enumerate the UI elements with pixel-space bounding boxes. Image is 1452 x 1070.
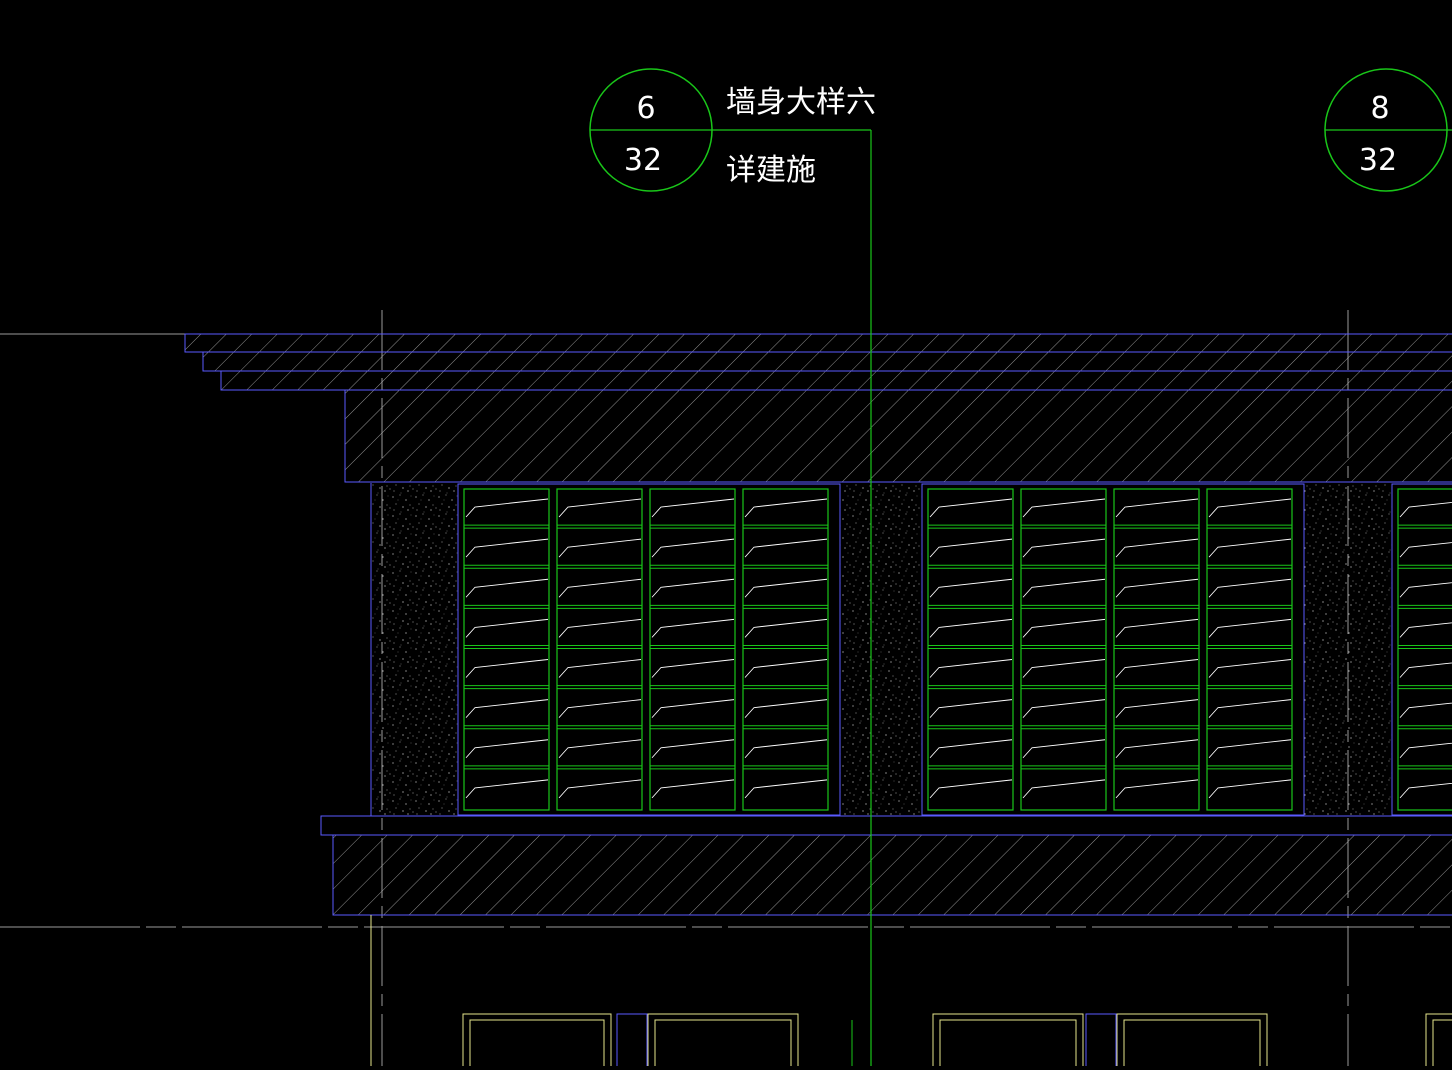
louver-pane bbox=[1113, 488, 1200, 811]
cornice bbox=[184, 333, 1452, 483]
louver-pane bbox=[742, 488, 829, 811]
window-frame bbox=[1391, 483, 1452, 816]
louver-pane bbox=[556, 488, 643, 811]
window-frame bbox=[457, 483, 841, 816]
louver-pane bbox=[1206, 488, 1293, 811]
lower-window-frames bbox=[370, 915, 1452, 1070]
louver-pane bbox=[927, 488, 1014, 811]
callout-bottom-number: 32 bbox=[1359, 143, 1397, 178]
louver-pane bbox=[1397, 488, 1452, 811]
louver-windows bbox=[457, 483, 1452, 816]
callout-top-number: 8 bbox=[1370, 91, 1389, 126]
callout-leader bbox=[712, 129, 872, 1066]
louver-pane bbox=[1020, 488, 1107, 811]
section-callout-8[interactable]: 8 32 bbox=[1324, 68, 1452, 192]
annotation-title: 墙身大样六 bbox=[726, 85, 876, 120]
louver-pane bbox=[649, 488, 736, 811]
annotation-reference: 详建施 bbox=[726, 153, 816, 188]
callout-top-number: 6 bbox=[636, 91, 655, 126]
louver-pane bbox=[463, 488, 550, 811]
sill-band bbox=[320, 815, 1452, 916]
stone-piers bbox=[370, 483, 1392, 816]
callout-bottom-number: 32 bbox=[624, 143, 662, 178]
section-callout-6[interactable]: 6 32 bbox=[589, 68, 713, 192]
window-frame bbox=[921, 483, 1305, 816]
